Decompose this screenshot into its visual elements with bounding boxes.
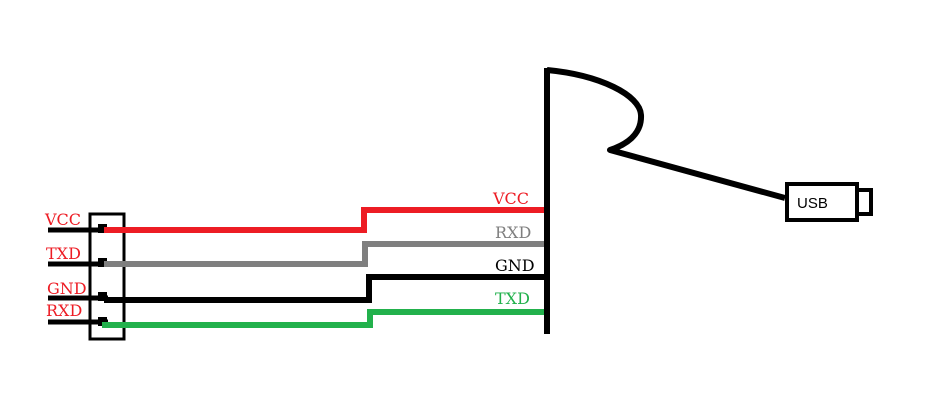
usb-label: USB [797, 195, 828, 212]
pin-header-body [88, 212, 126, 341]
adapter-label-txd: TXD [495, 289, 530, 308]
adapter-label-rxd: RXD [495, 223, 531, 242]
pin-square-2 [98, 258, 107, 267]
wire-rxd [104, 241, 546, 267]
wire-txd [102, 309, 546, 328]
usb-cable [546, 67, 786, 201]
connector-label-rxd: RXD [46, 301, 82, 320]
pin-square-3 [98, 292, 107, 301]
connector-label-vcc: VCC [44, 210, 81, 229]
wire-gnd [104, 274, 546, 303]
connector-label-gnd: GND [47, 279, 87, 298]
usb-plug-tip [855, 188, 873, 216]
adapter-label-vcc: VCC [492, 189, 529, 208]
pin-square-4 [98, 317, 107, 326]
adapter-label-gnd: GND [495, 256, 535, 275]
connector-label-txd: TXD [46, 244, 81, 263]
pin-square-1 [98, 224, 107, 233]
wire-vcc [104, 207, 546, 233]
